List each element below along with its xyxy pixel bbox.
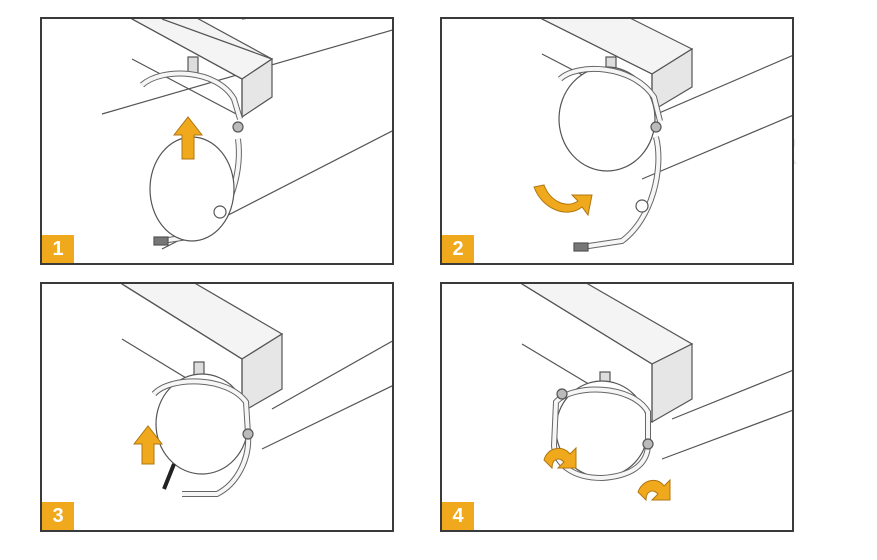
step-2-panel: 2 bbox=[440, 17, 794, 265]
up-arrow-icon bbox=[172, 116, 204, 160]
step-2-badge: 2 bbox=[442, 235, 474, 263]
step-4-badge: 4 bbox=[442, 502, 474, 530]
step-2-illustration bbox=[533, 19, 792, 252]
step-1-badge: 1 bbox=[42, 235, 74, 263]
rotate-arrow-icon bbox=[543, 446, 577, 470]
rotate-arrow-icon bbox=[533, 184, 593, 217]
step-3-illustration bbox=[120, 284, 392, 497]
step-1-panel: 1 bbox=[40, 17, 394, 265]
step-1-illustration bbox=[101, 19, 392, 250]
rotate-arrow-icon bbox=[637, 478, 671, 502]
step-3-panel: 3 bbox=[40, 282, 394, 532]
step-4-illustration bbox=[520, 284, 792, 502]
step-3-badge: 3 bbox=[42, 502, 74, 530]
up-arrow-icon bbox=[132, 425, 164, 465]
step-4-panel: 4 bbox=[440, 282, 794, 532]
